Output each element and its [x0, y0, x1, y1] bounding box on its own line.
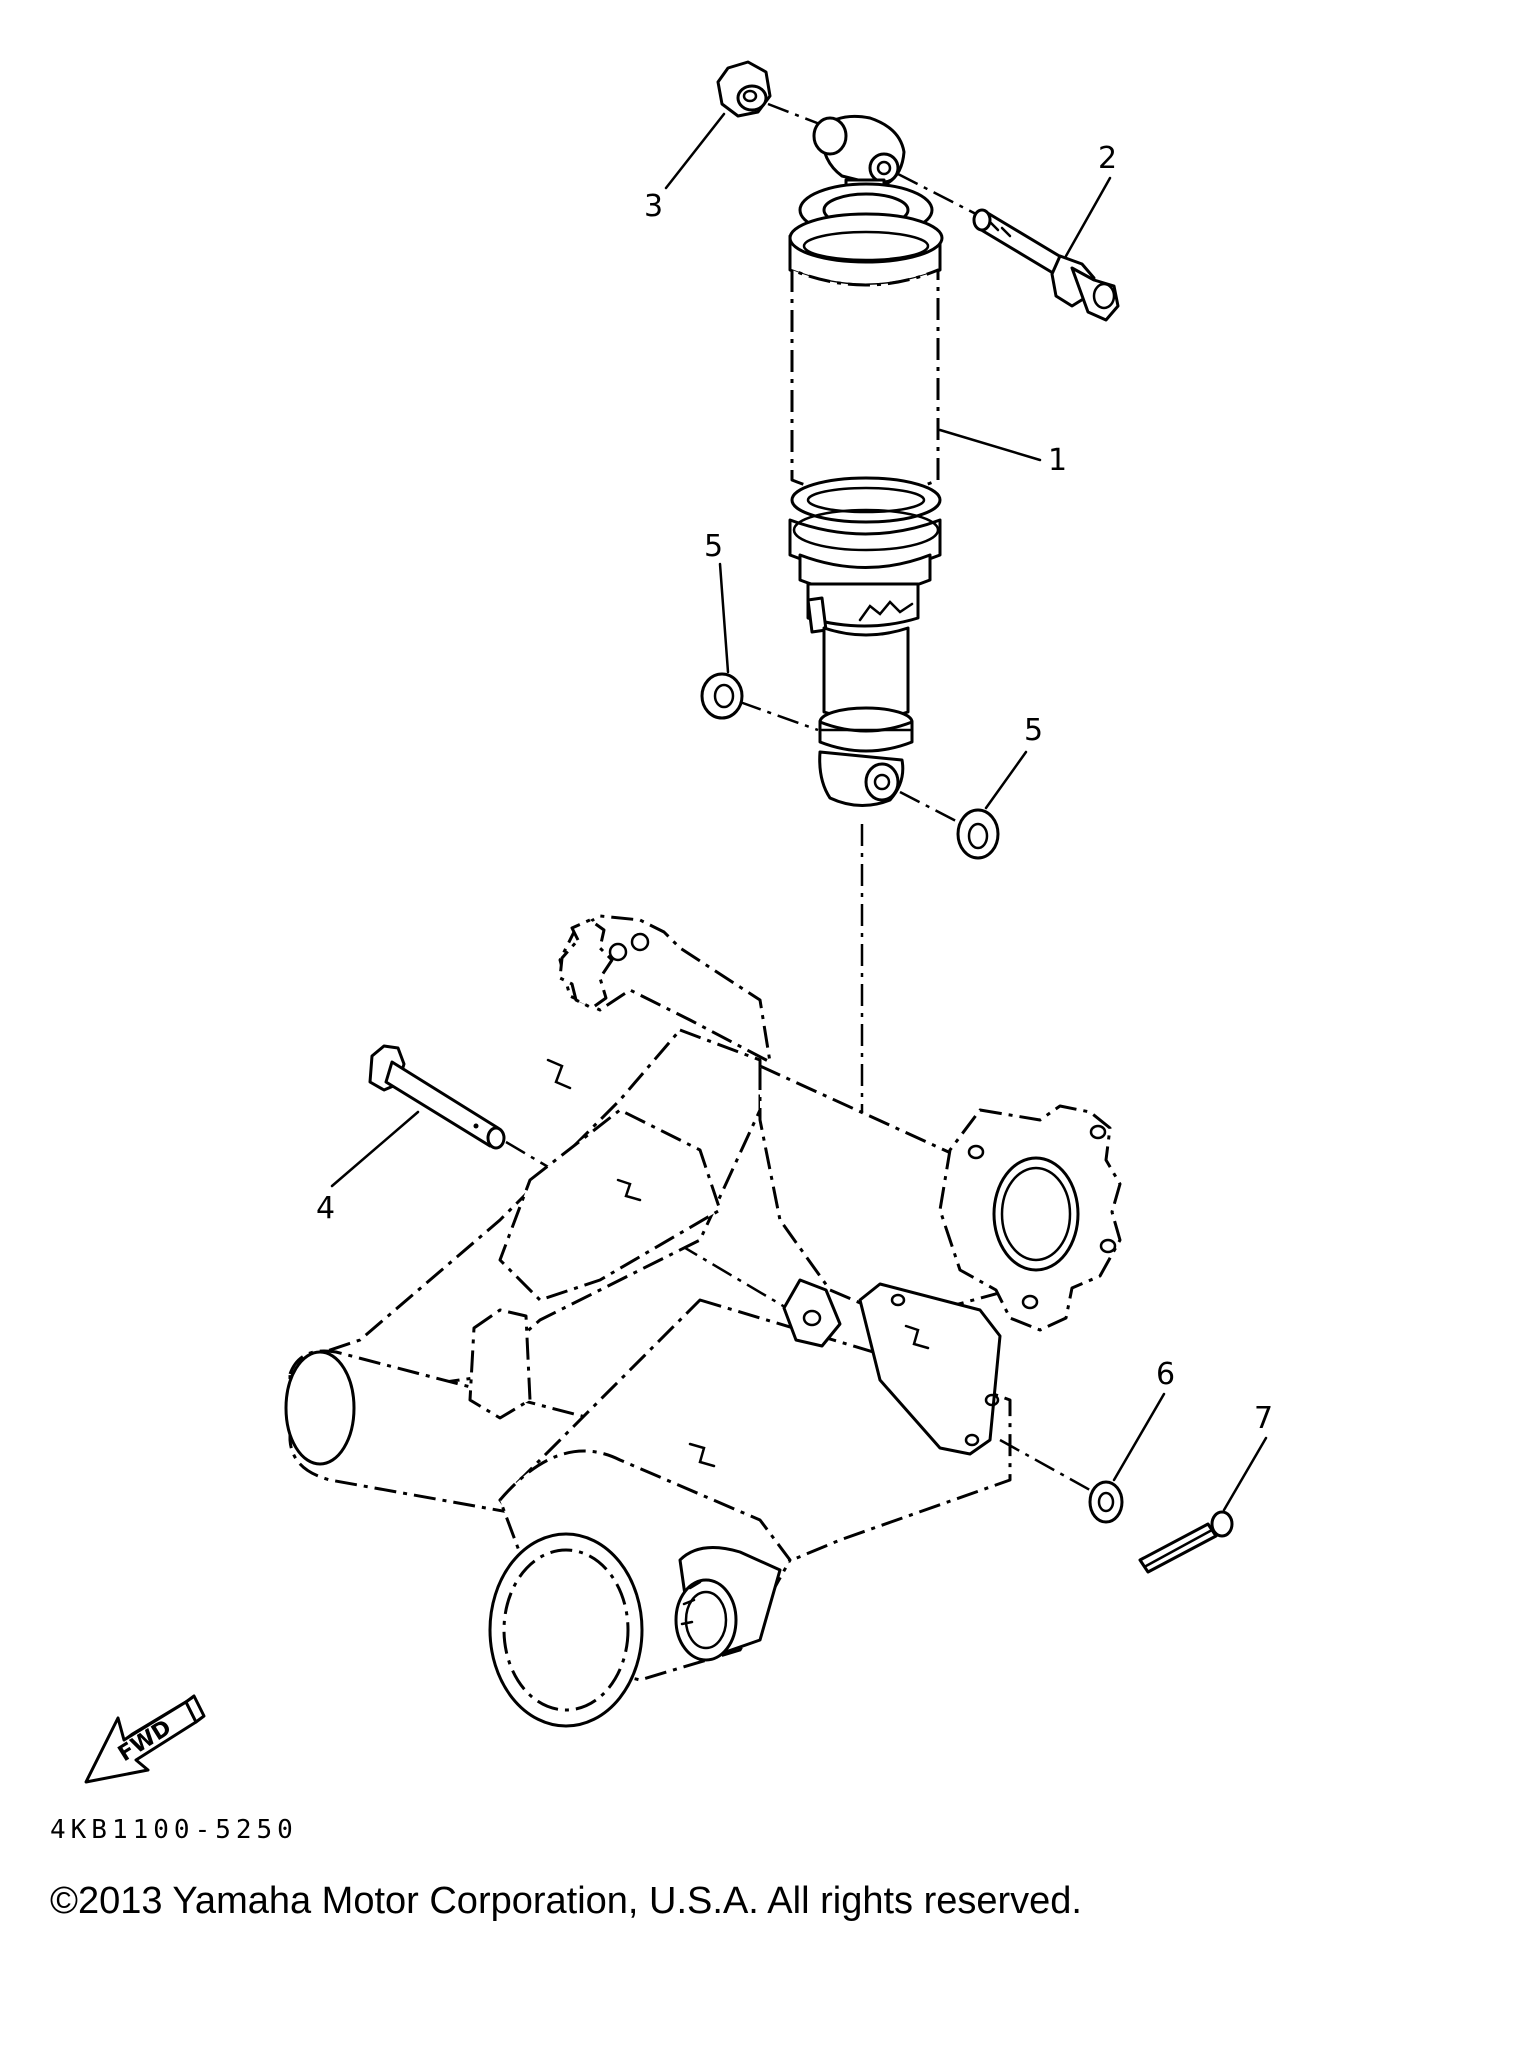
leader-lines — [330, 112, 1268, 1512]
part-3-nut — [716, 60, 772, 118]
fwd-arrow-icon: FWD — [84, 1694, 206, 1784]
cotter-axis-line — [999, 1438, 1091, 1492]
part-2-bolt — [972, 208, 1120, 322]
swingarm — [284, 914, 1122, 1728]
part-1-shock-absorber — [788, 114, 944, 807]
callout-part-3: 3 — [644, 189, 663, 224]
part-4-pivot-bolt — [368, 1044, 506, 1150]
diagram-code: 4KB1100-5250 — [50, 1815, 298, 1845]
copyright-notice: ©2013 Yamaha Motor Corporation, U.S.A. A… — [50, 1880, 1082, 1922]
washer-5b-axis — [899, 790, 959, 824]
callout-part-2: 2 — [1098, 141, 1117, 176]
part-7-cotter-pin — [1138, 1510, 1234, 1574]
callout-part-4: 4 — [316, 1191, 335, 1226]
callout-part-5a: 5 — [704, 529, 723, 564]
part-5b-washer — [956, 808, 1000, 860]
part-6-washer — [1088, 1480, 1124, 1524]
callout-part-5b: 5 — [1024, 713, 1043, 748]
fwd-label: FWD — [114, 1715, 176, 1767]
callout-part-6: 6 — [1156, 1357, 1175, 1392]
washer-5a-axis — [739, 700, 819, 732]
bolt-axis-line — [897, 172, 977, 216]
callout-part-1: 1 — [1048, 443, 1067, 478]
part-5a-washer — [700, 672, 744, 720]
callout-part-7: 7 — [1254, 1401, 1273, 1436]
